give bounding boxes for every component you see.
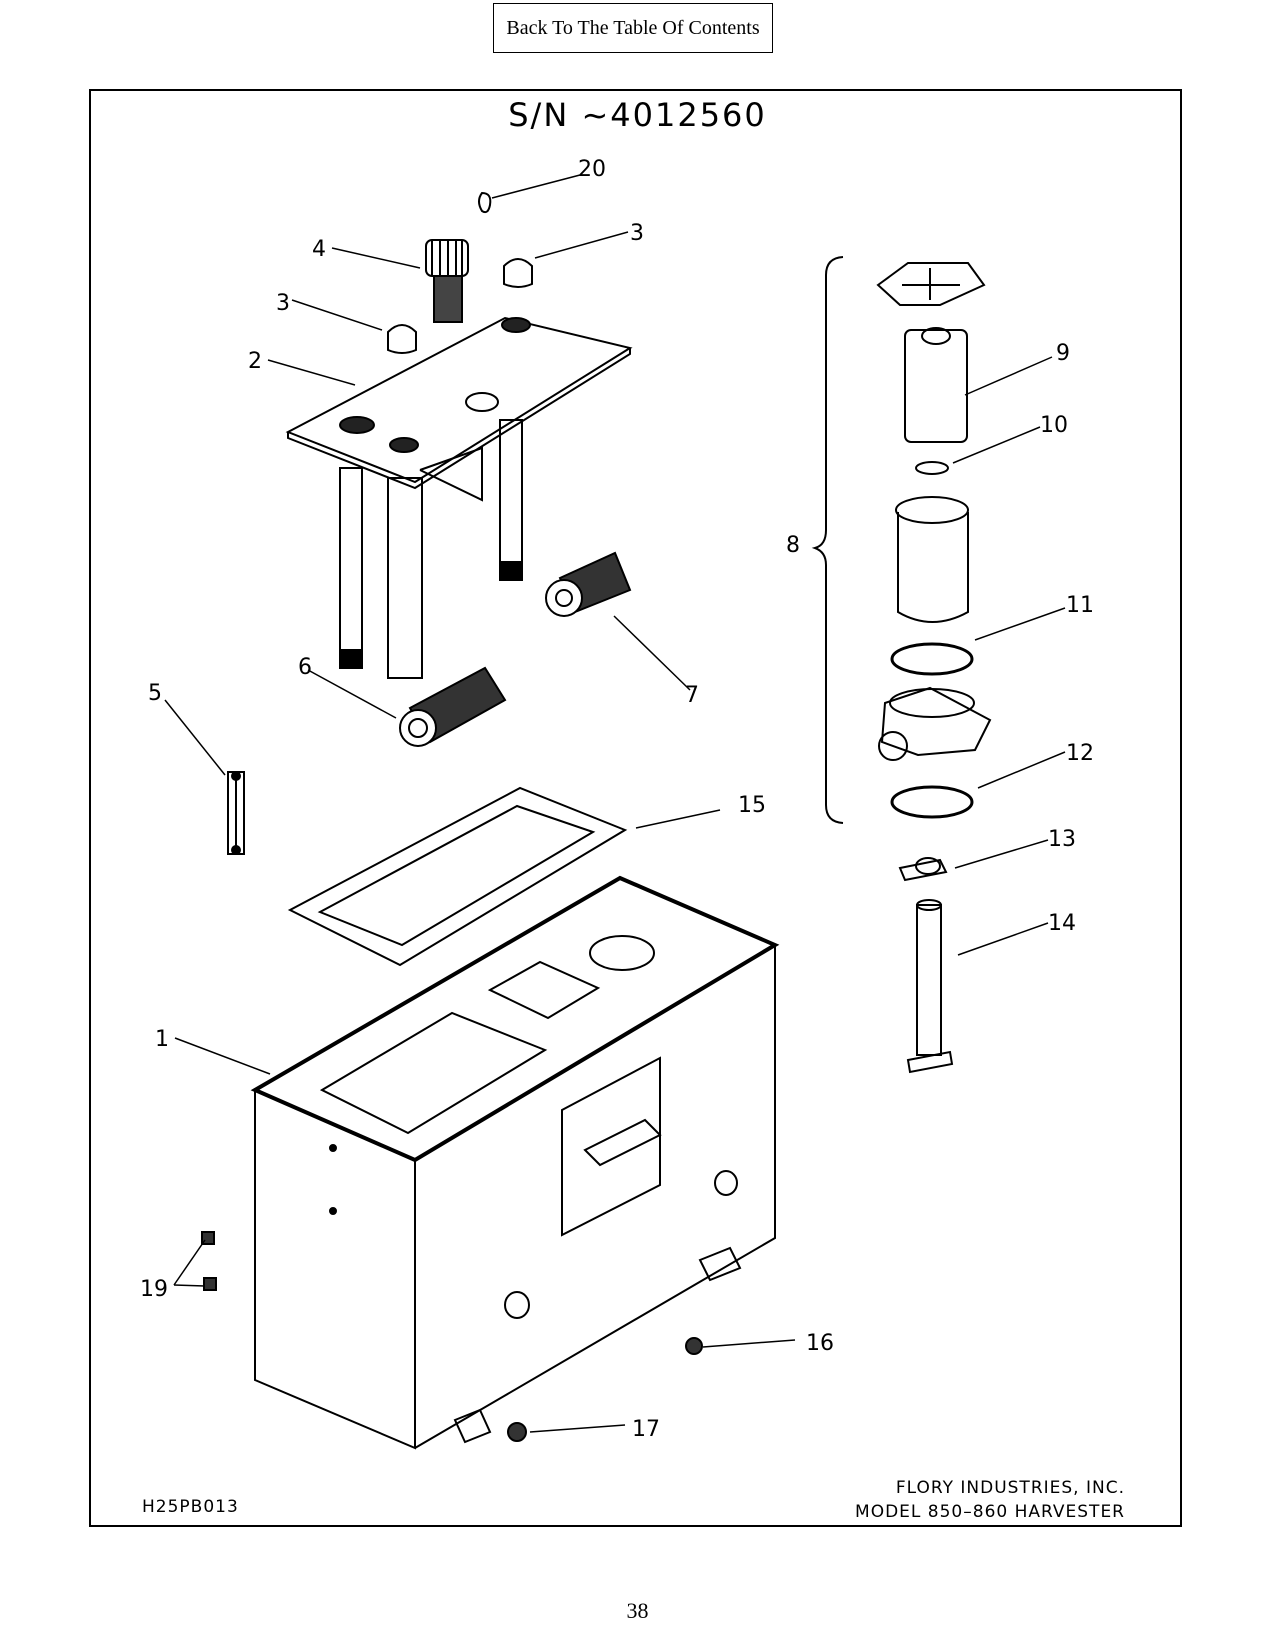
part-17-plug	[507, 1422, 527, 1442]
part-20-clip	[478, 191, 492, 214]
callout-17: 17	[632, 1417, 660, 1442]
part-13-clamp	[898, 857, 948, 882]
back-to-contents-link[interactable]: Back To The Table Of Contents	[493, 3, 773, 53]
callout-20: 20	[578, 157, 606, 182]
part-8-filter-head	[876, 262, 986, 306]
part-7-strainer	[545, 551, 632, 617]
callout-labels: 20 3 4 3 2 9 10 8 11 12 13 14 5 6 7 15 1…	[140, 157, 1094, 1442]
drawing-number: H25PB013	[142, 1497, 239, 1517]
callout-6: 6	[298, 655, 312, 680]
callout-5: 5	[148, 681, 162, 706]
callout-3a: 3	[630, 221, 644, 246]
part-8-bowl	[895, 496, 969, 623]
company-name: FLORY INDUSTRIES, INC.	[895, 1478, 1125, 1498]
callout-2: 2	[248, 349, 262, 374]
part-6-strainer	[399, 666, 507, 747]
part-12-housing	[878, 686, 992, 761]
leader-lines	[164, 174, 1066, 1433]
part-14-standpipe	[906, 899, 954, 1074]
page-number: 38	[626, 1598, 649, 1623]
callout-11: 11	[1066, 593, 1094, 618]
part-2-top-plate	[285, 316, 633, 679]
part-10-oring	[915, 461, 949, 475]
callout-19: 19	[140, 1277, 168, 1302]
callout-3b: 3	[276, 291, 290, 316]
title-block: FLORY INDUSTRIES, INC. MODEL 850–860 HAR…	[855, 1476, 1125, 1524]
callout-15: 15	[738, 793, 766, 818]
callout-13: 13	[1048, 827, 1076, 852]
model-name: MODEL 850–860 HARVESTER	[855, 1502, 1125, 1522]
callout-8: 8	[786, 533, 800, 558]
part-9-element	[904, 327, 968, 443]
part-8-bracket	[811, 256, 844, 824]
part-3-cap-right	[503, 258, 533, 288]
part-16-plug	[685, 1337, 703, 1355]
callout-9: 9	[1056, 341, 1070, 366]
callout-16: 16	[806, 1331, 834, 1356]
part-11-oring	[890, 642, 974, 676]
callout-4: 4	[312, 237, 326, 262]
callout-7: 7	[685, 683, 699, 708]
callout-1: 1	[155, 1027, 169, 1052]
drawing-frame	[89, 89, 1182, 1527]
part-15-gasket	[287, 786, 628, 967]
part-4-breather	[425, 239, 469, 323]
callout-12: 12	[1066, 741, 1094, 766]
part-1-tank	[250, 875, 780, 1450]
part-5-sight-gauge	[227, 771, 245, 855]
callout-10: 10	[1040, 413, 1068, 438]
part-12-oring	[890, 785, 974, 819]
callout-14: 14	[1048, 911, 1076, 936]
serial-number: S/N ~4012560	[508, 96, 767, 134]
part-3-cap-left	[387, 324, 417, 354]
